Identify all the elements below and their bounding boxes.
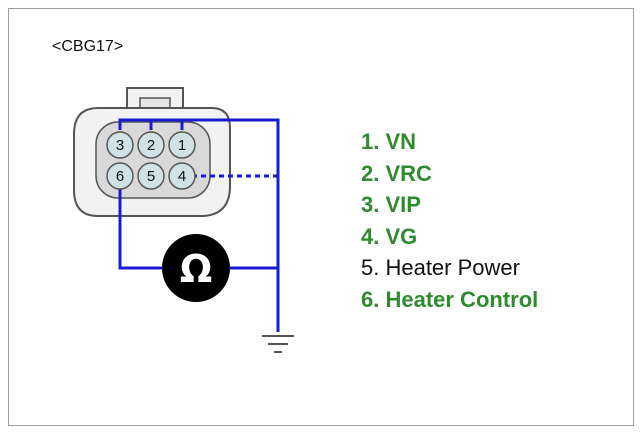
wire-top-bus [118,118,280,268]
dashed-wire-group [192,118,278,178]
pin-2-number: 2 [147,137,155,154]
ohm-symbol: Ω [180,247,212,291]
ohmmeter [162,234,230,302]
ground-symbol [262,335,294,353]
connector-id-label: <CBG17> [52,38,124,55]
pin-1-number: 1 [178,137,186,154]
pin-1 [168,131,196,159]
pin-5 [137,162,165,190]
pin-6 [106,162,134,190]
wire-pin6-to-meter [118,188,162,270]
pin-legend-item: 5. Heater Power [361,255,520,280]
pin-labels: 3 2 1 6 5 4 [116,137,186,185]
pin-3-number: 3 [116,137,124,154]
wire-meter-to-ground [230,266,280,332]
pin-legend-item: 6. Heater Control [361,286,539,312]
pin-3 [106,131,134,159]
pin-legend-item: 2. VRC [361,160,432,186]
pins [106,131,196,190]
pin-legend-item: 1. VN [361,129,417,154]
pin-4 [168,162,196,190]
pin-5-number: 5 [147,168,155,185]
pin-6-number: 6 [116,168,124,185]
connector-latch-inner [139,97,171,109]
wire-group [118,118,280,332]
pin-2 [137,131,165,159]
pin-legend-item: 3. VIP [361,192,421,217]
pin-4-number: 4 [178,168,186,185]
pin-legend: 1. VN 2. VRC 3. VIP 4. VG 5. Heater Powe… [361,126,538,315]
pin-legend-item: 4. VG [361,223,418,249]
